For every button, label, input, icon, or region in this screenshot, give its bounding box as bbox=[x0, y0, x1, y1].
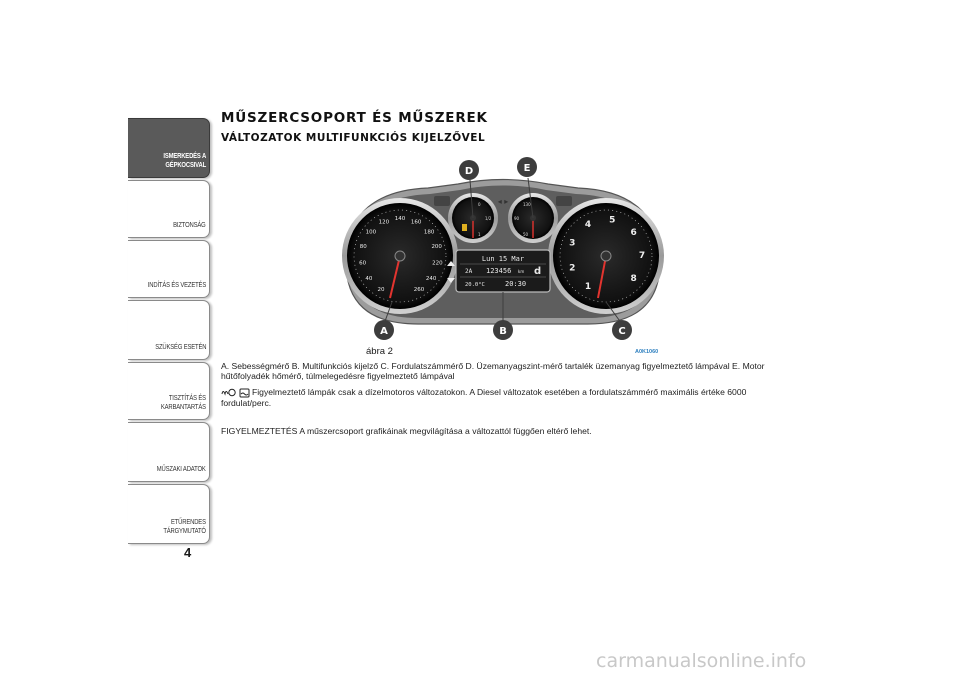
callout-e-label: E bbox=[524, 163, 531, 174]
gauge-scale-label: 240 bbox=[426, 276, 437, 282]
gauge-scale-label: 8 bbox=[630, 274, 636, 284]
sidebar-tab-ismerkedes[interactable]: ISMERKEDÉS A GÉPKOCSIVAL bbox=[128, 118, 210, 178]
watermark: carmanualsonline.info bbox=[596, 650, 807, 672]
gauge-scale-label: 3 bbox=[569, 239, 575, 249]
legend-paragraph: A. Sebességmérő B. Multifunkciós kijelző… bbox=[221, 361, 766, 381]
gauge-scale-label: 220 bbox=[432, 261, 443, 267]
callout-b-label: B bbox=[499, 326, 507, 337]
display-trip: 2A bbox=[465, 268, 473, 275]
sidebar-tab-label: MŰSZAKI ADATOK bbox=[157, 464, 206, 473]
gauge-scale-label: 60 bbox=[359, 261, 366, 267]
gauge-scale-label: 120 bbox=[379, 220, 390, 226]
gauge-scale-label: 7 bbox=[639, 251, 645, 261]
gauge-scale-label: 5 bbox=[609, 216, 615, 226]
sidebar-tab-label: TISZTÍTÁS ÉS KARBANTARTÁS bbox=[161, 393, 206, 411]
warning-text: FIGYELMEZTETÉS A műszercsoport grafikáin… bbox=[221, 426, 592, 436]
gauge-scale-label: 40 bbox=[365, 276, 372, 282]
gauge-scale-label: 100 bbox=[366, 230, 377, 236]
callout-c-marker bbox=[612, 320, 632, 340]
legend-text: A. Sebességmérő B. Multifunkciós kijelző… bbox=[221, 361, 765, 381]
sidebar-tab-label: ETŰRENDES TÁRGYMUTATÓ bbox=[163, 517, 206, 535]
callout-a-label: A bbox=[380, 326, 388, 337]
gauge-scale-label: 6 bbox=[630, 228, 636, 238]
callout-c-label: C bbox=[618, 326, 625, 337]
sidebar-tab-muszaki[interactable]: MŰSZAKI ADATOK bbox=[128, 422, 210, 482]
gauge-scale-label: 140 bbox=[395, 216, 406, 222]
gauge-scale-label: 260 bbox=[414, 287, 425, 293]
gauge-scale-label: 200 bbox=[431, 244, 442, 250]
callout-d-label: D bbox=[465, 166, 473, 177]
gauge-scale-label: 80 bbox=[360, 244, 367, 250]
display-date: Lun 15 Mar bbox=[482, 255, 524, 263]
gauge-scale-label: 2 bbox=[569, 263, 575, 273]
display-time: 20:30 bbox=[505, 280, 526, 288]
figure-code: A0K1060 bbox=[635, 349, 659, 355]
svg-text:1/2: 1/2 bbox=[485, 216, 492, 221]
water-in-fuel-icon bbox=[239, 388, 250, 398]
gauge-scale-label: 180 bbox=[424, 230, 435, 236]
diesel-note-text: Figyelmeztető lámpák csak a dízelmotoros… bbox=[221, 387, 747, 408]
figure-caption: ábra 2 bbox=[366, 346, 393, 357]
multifunction-display: Lun 15 Mar 2A 123456 km d 20.0°C 20:30 bbox=[447, 249, 551, 293]
svg-text:50: 50 bbox=[523, 232, 529, 237]
svg-text:130: 130 bbox=[523, 202, 531, 207]
sidebar-tab-inditas[interactable]: INDÍTÁS ÉS VEZETÉS bbox=[128, 240, 210, 298]
gauge-scale-label: 1 bbox=[585, 282, 591, 292]
glow-plug-icon bbox=[221, 388, 236, 397]
display-temperature: 20.0°C bbox=[465, 282, 485, 288]
sidebar-tab-label: ISMERKEDÉS A GÉPKOCSIVAL bbox=[163, 151, 206, 169]
sidebar-tab-label: BIZTONSÁG bbox=[173, 220, 207, 229]
warning-paragraph: FIGYELMEZTETÉS A műszercsoport grafikáin… bbox=[221, 426, 766, 436]
callout-a-marker bbox=[374, 320, 394, 340]
display-gear: d bbox=[534, 266, 541, 277]
callout-d-marker bbox=[459, 160, 479, 180]
page-number: 4 bbox=[184, 545, 192, 560]
svg-text:◂ ▸: ◂ ▸ bbox=[498, 197, 509, 206]
callout-b-marker bbox=[493, 320, 513, 340]
gauge-scale-label: 160 bbox=[411, 220, 422, 226]
sidebar-tab-label: INDÍTÁS ÉS VEZETÉS bbox=[147, 280, 206, 289]
sidebar-tab-tisztitas[interactable]: TISZTÍTÁS ÉS KARBANTARTÁS bbox=[128, 362, 210, 420]
svg-text:1: 1 bbox=[478, 232, 481, 237]
display-odometer-unit: km bbox=[518, 269, 524, 274]
diesel-note-paragraph: Figyelmeztető lámpák csak a dízelmotoros… bbox=[221, 387, 766, 408]
svg-text:0: 0 bbox=[478, 202, 481, 207]
sidebar-tab-targymutato[interactable]: ETŰRENDES TÁRGYMUTATÓ bbox=[128, 484, 210, 544]
sidebar-tab-biztonsag[interactable]: BIZTONSÁG bbox=[128, 180, 210, 238]
diesel-warning-icons bbox=[221, 388, 250, 398]
page-title: MŰSZERCSOPORT ÉS MŰSZEREK bbox=[221, 110, 488, 126]
display-odometer: 123456 bbox=[486, 267, 511, 275]
sidebar-tab-szukseg[interactable]: SZÜKSÉG ESETÉN bbox=[128, 300, 210, 360]
page-subtitle: VÁLTOZATOK MULTIFUNKCIÓS KIJELZŐVEL bbox=[221, 132, 486, 144]
gauge-scale-label: 4 bbox=[585, 220, 591, 230]
gauge-scale-label: 20 bbox=[378, 287, 385, 293]
callout-e-marker bbox=[517, 157, 537, 177]
svg-text:90: 90 bbox=[514, 216, 520, 221]
sidebar-tab-label: SZÜKSÉG ESETÉN bbox=[154, 342, 206, 351]
